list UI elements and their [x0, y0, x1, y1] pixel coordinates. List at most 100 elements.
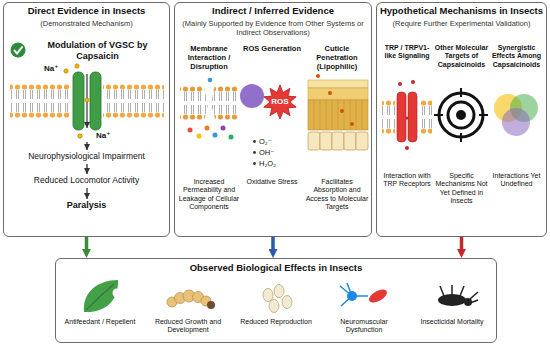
cuticle-layers — [344, 132, 356, 150]
egg-icon — [263, 285, 292, 313]
trp-channel — [405, 116, 408, 119]
trp-channel — [398, 82, 402, 86]
cuticle-layers — [350, 122, 354, 126]
membrane-disruption — [180, 78, 238, 140]
effect-label: Reduced Reproduction — [236, 318, 316, 326]
formula-label: O₂⁻ — [259, 137, 272, 146]
neuron-muscle-icon — [340, 283, 389, 306]
egg-icon — [282, 296, 292, 309]
leaf-icon — [84, 280, 122, 312]
mechanism-text: Modulation of VGSC by Capsaicin — [30, 40, 165, 62]
check-icon — [11, 43, 26, 58]
mechanism-text: Increased Permeability and Leakage of Ce… — [177, 178, 241, 212]
target-icon — [448, 102, 474, 128]
dead-insect-icon — [464, 298, 472, 306]
effects-panel: Observed Biological Effects in InsectsAn… — [55, 258, 497, 343]
mechanism-text: Facilitates Absorption and Access to Mol… — [305, 178, 369, 212]
trp-channel — [408, 92, 417, 142]
mechanism-text: Interaction with TRP Receptors — [380, 172, 434, 189]
cuticle-layers — [308, 80, 368, 88]
leaf-icon — [86, 284, 114, 310]
ros-star: ROS — [263, 85, 297, 119]
connector-arrow — [460, 237, 464, 252]
sodium-channel — [78, 134, 82, 138]
ros-molecule — [240, 84, 264, 108]
trp-channel — [397, 92, 406, 142]
mechanism-text: Reduced Locomotor Activity — [8, 175, 165, 185]
cuticle-layers — [320, 132, 332, 150]
dead-insect-icon — [438, 285, 478, 306]
panel-subtitle: (Mainly Supported by Evidence from Other… — [177, 19, 369, 37]
connector-arrow — [85, 237, 89, 252]
sodium-channel — [73, 72, 84, 130]
cuticle-layers — [356, 132, 368, 150]
membrane-disruption — [188, 128, 193, 133]
membrane-disruption — [208, 78, 213, 83]
mechanism-text: Interactions Yet Undefined — [489, 172, 544, 189]
evidence-panel: Hypothetical Mechanisms in Insects (Requi… — [376, 2, 547, 237]
trp-channel — [411, 80, 415, 84]
neuron-muscle-icon — [340, 283, 368, 306]
mechanism-text: Other Molecular Targets of Capsaicinoids — [434, 44, 489, 69]
check-icon — [14, 47, 23, 54]
neuron-muscle-icon — [347, 291, 357, 301]
egg-icon — [269, 300, 279, 313]
target-icon — [456, 110, 466, 120]
mechanism-text: Cuticle Penetration (Lipophilic) — [305, 44, 369, 71]
membrane-disruption — [197, 134, 202, 139]
membrane-disruption — [205, 126, 210, 131]
mechanism-text: ROS Generation — [241, 44, 303, 53]
ros-molecule — [253, 162, 256, 165]
sodium-channel — [90, 72, 101, 130]
sodium-channel — [64, 69, 68, 73]
target-icon — [434, 88, 488, 142]
check-icon — [11, 43, 26, 58]
effect-label: Neuromuscular Dysfunction — [324, 318, 404, 335]
venn-icon — [494, 94, 538, 136]
flow-arrow — [86, 142, 87, 150]
sodium-channel — [10, 64, 164, 138]
larva-icon — [207, 301, 215, 309]
effect-label: Insecticidal Mortality — [412, 318, 492, 326]
trp-channel — [382, 80, 432, 150]
star-shape — [264, 85, 296, 119]
flow-arrow — [86, 164, 87, 174]
leaf-icon — [84, 280, 118, 312]
mechanism-text: Neurophysiological Impairment — [8, 151, 165, 161]
panel-title: Indirect / Inferred Evidence — [177, 5, 369, 16]
cuticle-layers — [340, 109, 344, 113]
panel-title: Observed Biological Effects in Insects — [58, 262, 494, 273]
dead-insect-icon — [438, 294, 466, 306]
membrane-disruption — [213, 133, 218, 138]
cuticle-layers — [308, 132, 320, 150]
panel-subtitle: (Require Further Experimental Validation… — [379, 19, 544, 28]
ros-text: ROS — [263, 97, 297, 107]
mechanism-text: Synergistic Effects Among Capsaicinoids — [489, 44, 544, 69]
connector-arrow — [271, 237, 275, 252]
membrane-disruption — [221, 126, 226, 131]
ros-molecule — [253, 140, 256, 143]
egg-icon — [263, 289, 273, 302]
effect-label: Antifeedant / Repellent — [60, 318, 140, 326]
ion-label: Na⁺ — [96, 131, 110, 141]
cuticle-layers — [328, 91, 332, 95]
ion-label: Na⁺ — [44, 64, 58, 74]
egg-icon — [274, 285, 284, 298]
sodium-channel — [85, 98, 89, 102]
cuticle-layers — [316, 74, 320, 78]
flow-arrow — [87, 142, 88, 199]
venn-icon — [502, 108, 530, 136]
neuron-muscle-icon — [367, 287, 389, 306]
trp-channel — [405, 146, 409, 150]
mechanism-text: Oxidative Stress — [241, 178, 303, 186]
effect-label: Reduced Growth and Development — [148, 318, 228, 335]
panel-title: Hypothetical Mechanisms in Insects — [379, 5, 544, 16]
mechanism-text: Paralysis — [8, 200, 165, 211]
panel-subtitle: (Demonstrated Mechanism) — [6, 19, 167, 28]
mechanism-text: TRP / TRPV1-like Signaling — [380, 44, 434, 61]
formula-label: H₂O₂ — [259, 159, 276, 168]
cuticle-layers — [332, 132, 344, 150]
leaf-icon — [113, 289, 122, 298]
cuticle-layers — [308, 100, 368, 130]
